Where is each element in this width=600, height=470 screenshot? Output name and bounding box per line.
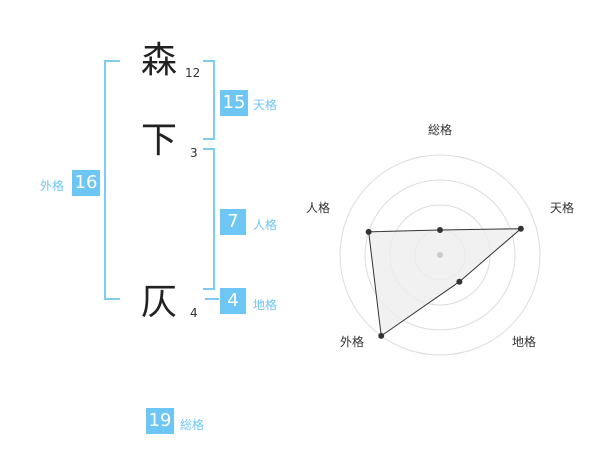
- stroke-count-1: 12: [185, 66, 201, 80]
- radar-ring: [364, 179, 516, 331]
- name-char-3: 仄: [141, 282, 178, 323]
- radar-point-4: [378, 332, 385, 339]
- soukaku-label: 総格: [180, 418, 205, 432]
- axis-label-tenkaku: 天格: [550, 200, 574, 215]
- stroke-count-3: 4: [190, 306, 198, 320]
- radar-point-3: [456, 278, 463, 285]
- gaikaku-bracket: [104, 60, 120, 300]
- tenkaku-label: 天格: [253, 98, 278, 112]
- axis-label-chikaku: 地格: [512, 334, 536, 349]
- radar-point-1: [437, 227, 443, 233]
- radar-point-2: [517, 225, 524, 232]
- radar-polygon: [368, 228, 523, 337]
- stroke-count-2: 3: [190, 146, 198, 160]
- radar-point-5: [365, 228, 372, 235]
- gaikaku-value: 16: [72, 170, 100, 196]
- tenkaku-value: 15: [220, 90, 248, 116]
- chikaku-value: 4: [220, 288, 246, 314]
- name-char-2: 下: [141, 120, 178, 161]
- tenkaku-bracket: [203, 60, 215, 140]
- axis-label-gaikaku: 外格: [340, 334, 364, 349]
- jinkaku-bracket: [203, 148, 215, 290]
- jinkaku-label: 人格: [253, 218, 278, 232]
- gaikaku-label: 外格: [40, 179, 65, 193]
- jinkaku-value: 7: [220, 209, 246, 235]
- chikaku-bracket: [205, 298, 219, 300]
- radar-points: [365, 225, 524, 339]
- axis-label-soukaku: 総格: [428, 122, 452, 137]
- radar-chart: 総格 天格 地格 外格 人格: [306, 122, 574, 356]
- soukaku-value: 19: [146, 408, 174, 434]
- axis-label-jinkaku: 人格: [306, 200, 330, 215]
- radar-center: [437, 252, 443, 258]
- name-char-1: 森: [141, 40, 178, 81]
- chikaku-label: 地格: [253, 298, 278, 312]
- radar-ring: [339, 154, 541, 356]
